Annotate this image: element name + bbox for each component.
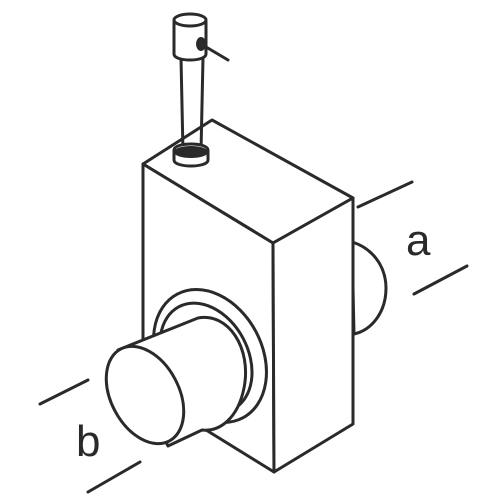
dimension-lines-b xyxy=(38,378,142,494)
cylinder-end-face xyxy=(104,344,186,446)
front-cylinder xyxy=(104,315,247,448)
top-rod xyxy=(172,12,230,168)
label-a: a xyxy=(406,216,431,265)
rear-shaft-bulge xyxy=(350,240,388,336)
block-side-face xyxy=(271,196,355,474)
dimension-lines-a xyxy=(356,180,469,296)
label-b: b xyxy=(76,417,100,466)
